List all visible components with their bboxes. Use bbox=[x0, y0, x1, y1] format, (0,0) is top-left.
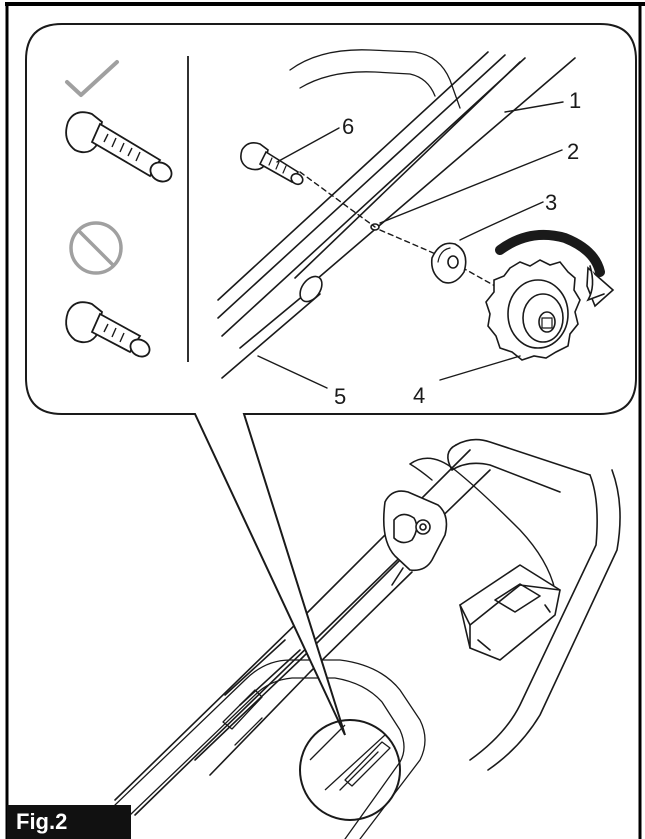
control-cable bbox=[409, 457, 556, 591]
short-bolt-incorrect bbox=[65, 301, 151, 358]
callout-3: 3 bbox=[545, 190, 557, 215]
washer bbox=[430, 242, 467, 284]
callout-2: 2 bbox=[567, 139, 579, 164]
magnifier-circle bbox=[299, 719, 401, 821]
carriage-bolt bbox=[240, 142, 304, 186]
check-mark-icon bbox=[65, 60, 119, 97]
callout-4: 4 bbox=[413, 383, 425, 408]
handle-rails bbox=[114, 438, 621, 816]
switch-box bbox=[459, 564, 561, 661]
callout-1: 1 bbox=[569, 88, 581, 113]
detail-callout bbox=[25, 23, 637, 821]
lower-handle-tube bbox=[217, 51, 526, 337]
detail-assembly bbox=[217, 49, 615, 389]
callout-numbers: 1 2 3 4 5 6 bbox=[334, 88, 581, 409]
rotation-arrow-icon bbox=[495, 229, 615, 308]
grass-box bbox=[114, 659, 426, 839]
callout-6: 6 bbox=[342, 114, 354, 139]
mower-illustration bbox=[114, 438, 621, 839]
upper-handle-tube bbox=[221, 57, 576, 379]
outer-frame bbox=[5, 2, 645, 839]
figure-label: Fig.2 bbox=[7, 805, 131, 839]
long-bolt-correct bbox=[65, 111, 173, 183]
leader-lines bbox=[257, 101, 564, 389]
legend bbox=[65, 60, 173, 358]
assembly-axis-left bbox=[299, 171, 376, 228]
tube-end bbox=[299, 275, 323, 303]
control-lever bbox=[382, 490, 448, 586]
prohibited-icon bbox=[69, 221, 123, 275]
callout-5: 5 bbox=[334, 384, 346, 409]
handle-knob bbox=[485, 259, 581, 361]
